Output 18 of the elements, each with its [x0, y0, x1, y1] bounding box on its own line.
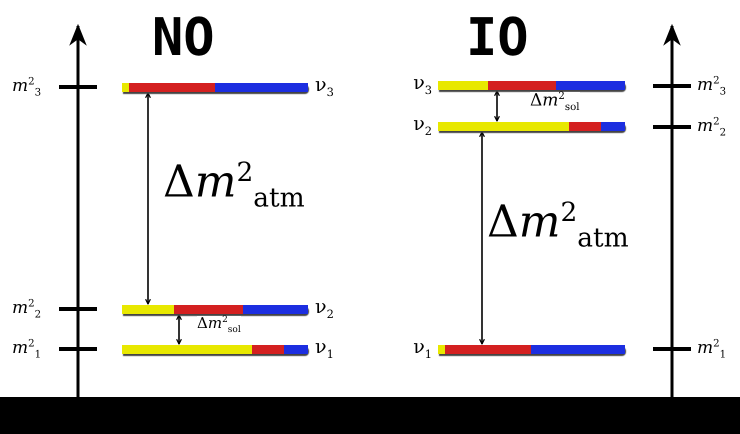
- double-arrow: [494, 90, 500, 122]
- state-label: ν$_{1}$: [315, 336, 334, 361]
- energy-level-bar: [438, 345, 625, 354]
- double-arrow: [145, 92, 151, 305]
- double-arrow: [479, 131, 485, 345]
- energy-level-bar: [438, 122, 625, 131]
- state-label: ν$_{3}$: [315, 74, 334, 99]
- energy-level-bar: [122, 305, 308, 314]
- state-label: ν$_{1}$: [413, 336, 432, 361]
- panel-title: IO: [466, 12, 529, 64]
- state-label: ν$_{2}$: [315, 296, 334, 321]
- energy-level-bar: [122, 345, 308, 354]
- state-label: ν$_{3}$: [413, 72, 432, 97]
- state-label: ν$_{2}$: [413, 113, 432, 138]
- energy-level-bar: [122, 83, 308, 92]
- panel-title: NO: [152, 12, 215, 64]
- energy-level-bar: [438, 81, 625, 90]
- double-arrow: [176, 314, 182, 345]
